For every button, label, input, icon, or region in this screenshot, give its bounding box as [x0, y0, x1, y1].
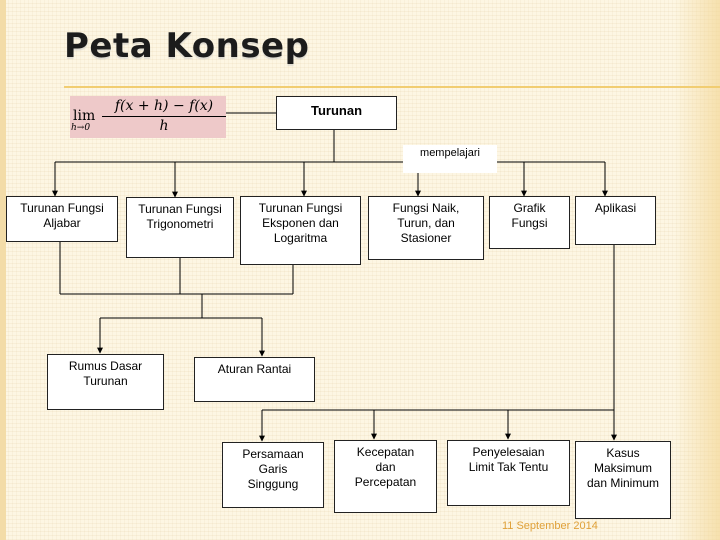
topic-node-turunan-fungsi-aljabar: Turunan Fungsi Aljabar — [6, 196, 118, 242]
application-node-kasus-maksimum-minimum: Kasus Maksimum dan Minimum — [575, 441, 671, 519]
application-node-penyelesaian-limit-tak-tentu: Penyelesaian Limit Tak Tentu — [447, 440, 570, 506]
topic-node-label: Turunan Fungsi Aljabar — [20, 201, 104, 230]
application-node-label: Penyelesaian Limit Tak Tentu — [468, 445, 549, 474]
topic-node-label: Grafik Fungsi — [511, 201, 548, 230]
topic-node-grafik-fungsi: Grafik Fungsi — [489, 196, 570, 249]
root-node-turunan: Turunan — [276, 96, 397, 130]
footer-date: 11 September 2014 — [502, 520, 598, 532]
application-node-label: Persamaan Garis Singgung — [242, 447, 304, 491]
application-node-persamaan-garis-singgung: Persamaan Garis Singgung — [222, 442, 324, 508]
slide-title: Peta Konsep — [64, 26, 310, 66]
rule-node-label: Rumus Dasar Turunan — [68, 359, 143, 388]
topic-node-label: Fungsi Naik, Turun, dan Stasioner — [392, 201, 460, 245]
topic-node-fungsi-naik-turun-stasioner: Fungsi Naik, Turun, dan Stasioner — [368, 196, 484, 260]
application-node-kecepatan-percepatan: Kecepatan dan Percepatan — [334, 440, 437, 513]
formula-limit-under: h→0 — [71, 123, 91, 133]
topic-node-turunan-fungsi-eksponen-logaritma: Turunan Fungsi Eksponen dan Logaritma — [240, 196, 361, 265]
title-underline — [64, 86, 720, 88]
topic-node-label: Aplikasi — [594, 201, 637, 215]
topic-node-label: Turunan Fungsi Trigonometri — [138, 202, 222, 231]
formula-fraction-bar — [102, 116, 226, 117]
rule-node-aturan-rantai: Aturan Rantai — [194, 357, 315, 402]
rule-node-label: Aturan Rantai — [217, 362, 292, 376]
formula-lim: lim — [73, 108, 96, 124]
formula-fraction: f(x + h) − f(x) h — [102, 96, 226, 135]
formula-denominator: h — [159, 118, 169, 134]
decorative-edge-left — [0, 0, 6, 540]
formula-numerator: f(x + h) − f(x) — [114, 98, 214, 114]
decorative-edge-right — [674, 0, 720, 540]
root-node-label: Turunan — [310, 103, 363, 118]
application-node-label: Kecepatan dan Percepatan — [354, 445, 417, 489]
edge-label-mempelajari: mempelajari — [403, 145, 497, 173]
topic-node-aplikasi: Aplikasi — [575, 196, 656, 245]
derivative-formula: lim h→0 f(x + h) − f(x) h — [70, 96, 226, 138]
rule-node-rumus-dasar-turunan: Rumus Dasar Turunan — [47, 354, 164, 410]
application-node-label: Kasus Maksimum dan Minimum — [586, 446, 660, 490]
topic-node-label: Turunan Fungsi Eksponen dan Logaritma — [258, 201, 343, 245]
topic-node-turunan-fungsi-trigonometri: Turunan Fungsi Trigonometri — [126, 197, 234, 258]
